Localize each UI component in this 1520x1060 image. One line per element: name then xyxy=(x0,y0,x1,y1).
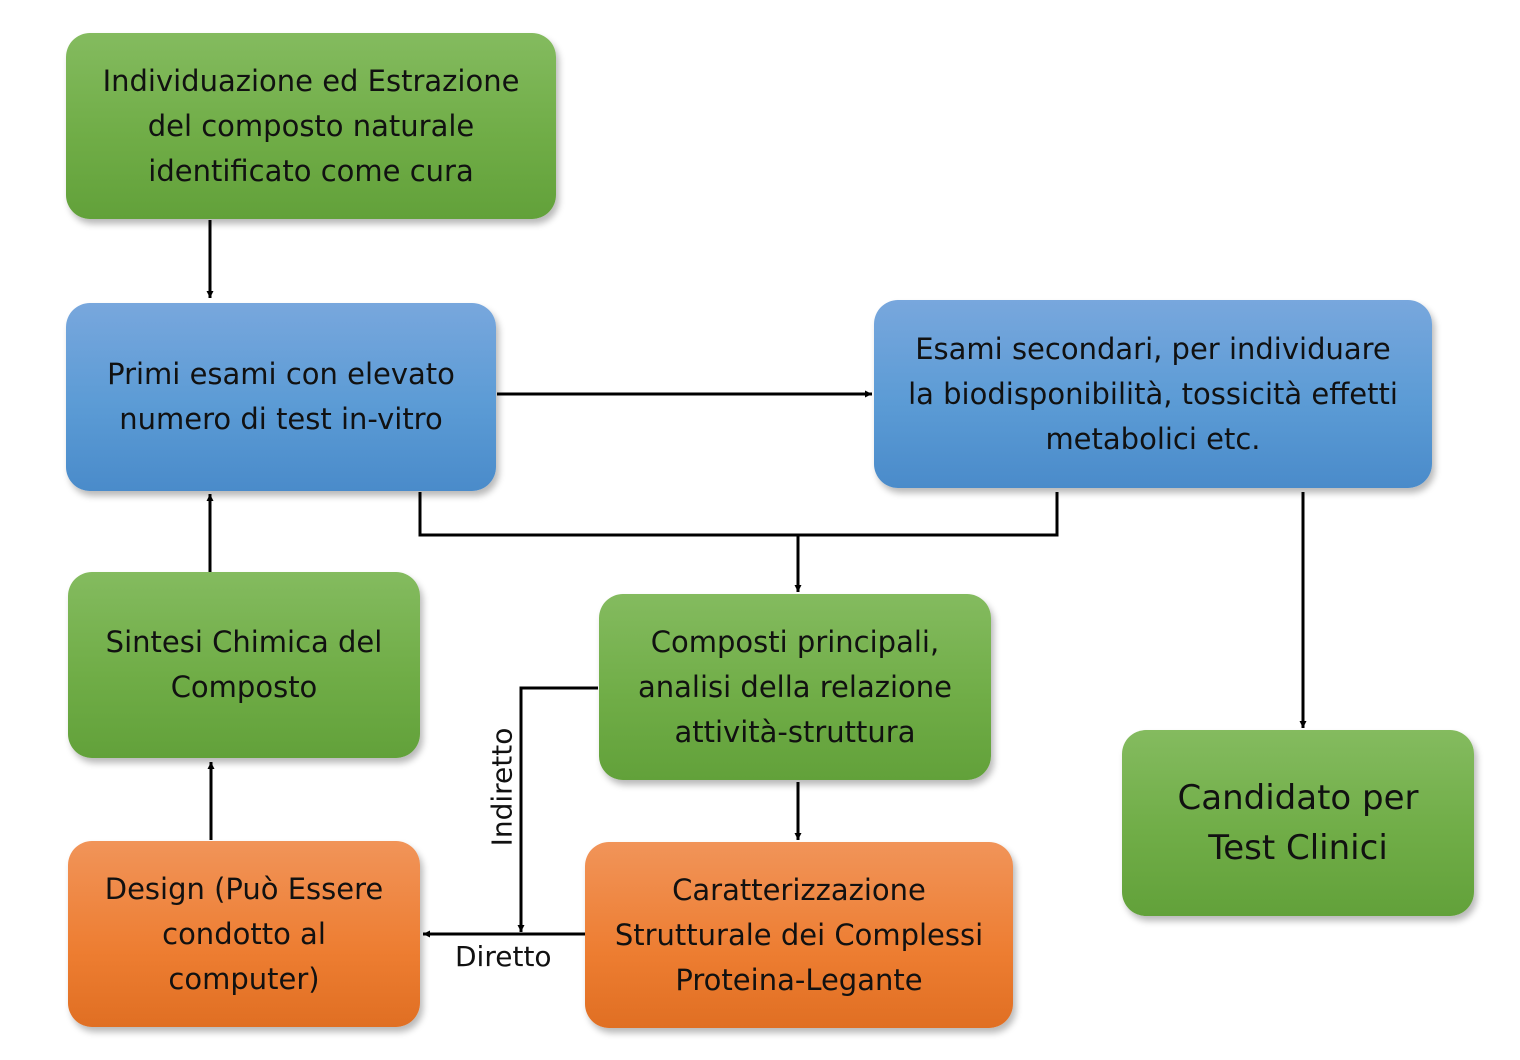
node-composti-principali: Composti principali, analisi della relaz… xyxy=(599,594,991,780)
connector-primi-esami-merge xyxy=(418,492,1059,537)
node-esami-secondari-label: Esami secondari, per individuare la biod… xyxy=(908,331,1398,456)
node-composti-principali-label: Composti principali, analisi della relaz… xyxy=(638,624,952,749)
node-estrazione-label: Individuazione ed Estrazione del compost… xyxy=(102,63,520,188)
edge-label-diretto: Diretto xyxy=(455,940,552,973)
node-primi-esami-label: Primi esami con elevato numero di test i… xyxy=(107,357,455,436)
node-sintesi-label: Sintesi Chimica del Composto xyxy=(105,625,383,704)
node-caratterizzazione-label: Caratterizzazione Strutturale dei Comple… xyxy=(614,872,984,997)
node-candidato-label: Candidato per Test Clinici xyxy=(1177,778,1419,868)
node-sintesi: Sintesi Chimica del Composto xyxy=(68,572,420,758)
node-caratterizzazione: Caratterizzazione Strutturale dei Comple… xyxy=(585,842,1013,1028)
edge-label-indiretto: Indiretto xyxy=(485,727,519,847)
arrow-indiretto xyxy=(517,686,598,932)
node-design-label: Design (Può Essere condotto al computer) xyxy=(104,871,384,996)
node-esami-secondari: Esami secondari, per individuare la biod… xyxy=(874,300,1432,488)
node-estrazione: Individuazione ed Estrazione del compost… xyxy=(66,33,556,219)
node-candidato: Candidato per Test Clinici xyxy=(1122,730,1474,916)
node-design: Design (Può Essere condotto al computer) xyxy=(68,841,420,1027)
node-primi-esami: Primi esami con elevato numero di test i… xyxy=(66,303,496,491)
